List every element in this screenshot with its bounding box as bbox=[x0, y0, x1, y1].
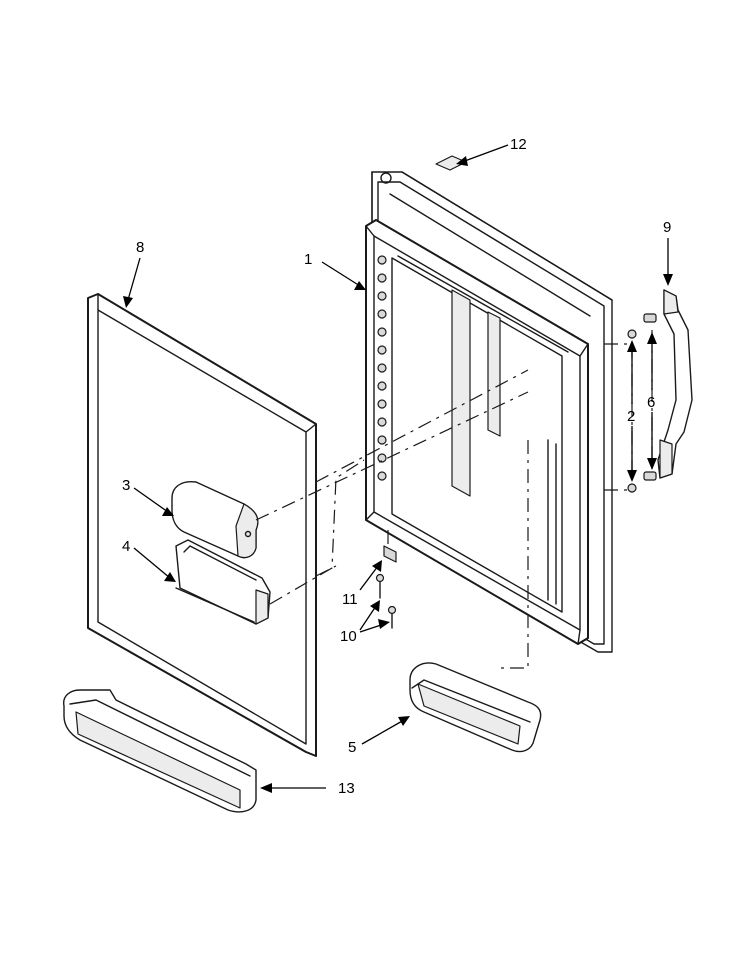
callout-labels: 1 2 3 4 5 6 8 9 10 11 12 13 bbox=[122, 136, 671, 797]
dairy-bin bbox=[175, 539, 271, 625]
callout-12: 12 bbox=[510, 136, 527, 153]
callout-4: 4 bbox=[122, 538, 130, 555]
leader-lines bbox=[123, 144, 673, 793]
door-handle bbox=[657, 289, 693, 479]
callout-1: 1 bbox=[304, 251, 312, 268]
callout-11: 11 bbox=[342, 591, 358, 608]
callout-10: 10 bbox=[340, 628, 357, 645]
hinge-screws bbox=[375, 545, 397, 629]
callout-9: 9 bbox=[663, 219, 671, 236]
handle-mount-screws bbox=[627, 313, 657, 493]
door-bin-right bbox=[409, 662, 542, 753]
callout-13: 13 bbox=[338, 780, 355, 797]
callout-3: 3 bbox=[122, 477, 130, 494]
callout-6: 6 bbox=[647, 394, 655, 411]
callout-5: 5 bbox=[348, 739, 356, 756]
callout-2: 2 bbox=[627, 408, 635, 425]
dairy-door-cover bbox=[171, 481, 259, 559]
shelf-retainer-bumps bbox=[377, 255, 387, 481]
door-liner bbox=[365, 219, 589, 645]
callout-8: 8 bbox=[136, 239, 144, 256]
door-bin-lower bbox=[63, 689, 257, 813]
